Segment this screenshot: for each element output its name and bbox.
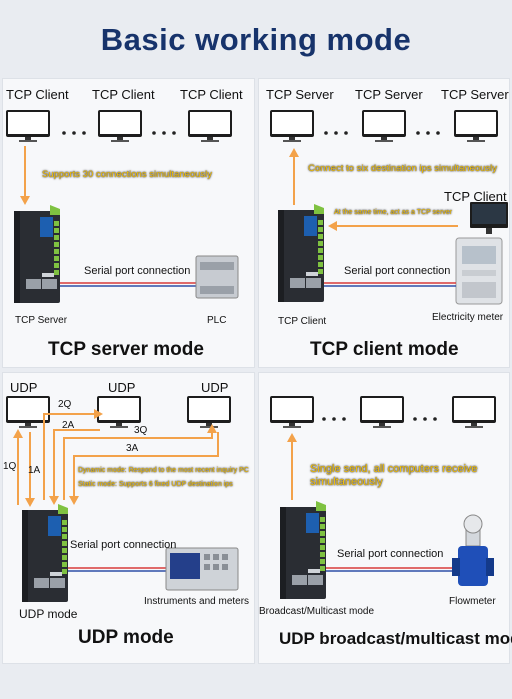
mode-title: TCP server mode xyxy=(48,339,204,360)
serial-server-device-icon xyxy=(22,504,68,602)
monitor-icon xyxy=(6,110,50,142)
server-label: TCP Server xyxy=(441,87,509,102)
udp-node-label: UDP xyxy=(201,380,229,395)
monitor-icon xyxy=(270,110,314,142)
device-label: TCP Server xyxy=(15,315,68,326)
meter-label: Electricity meter xyxy=(432,312,504,323)
monitor-icon xyxy=(454,110,498,142)
connections-note: Supports 30 connections simultaneously xyxy=(42,169,213,180)
mode-title: TCP client mode xyxy=(310,339,459,360)
serial-connection-label: Serial port connection xyxy=(70,539,177,551)
flow-label-3a: 3A xyxy=(126,443,139,454)
monitor-icon xyxy=(187,396,231,428)
serial-connection-label: Serial port connection xyxy=(337,548,444,560)
flowmeter-label: Flowmeter xyxy=(449,596,496,607)
plc-icon xyxy=(195,255,239,299)
server-label: TCP Server xyxy=(266,87,334,102)
flow-label-1a: 1A xyxy=(28,465,41,476)
client-label: TCP Client xyxy=(444,189,507,204)
instrument-icon xyxy=(165,547,239,591)
monitor-icon xyxy=(270,396,314,428)
monitor-icon xyxy=(362,110,406,142)
flow-label-3q: 3Q xyxy=(134,425,148,436)
device-label: UDP mode xyxy=(19,607,78,621)
instrument-label: Instruments and meters xyxy=(144,596,250,607)
static-mode-note: Static mode: Supports 6 fixed UDP destin… xyxy=(78,481,233,488)
serial-server-device-icon xyxy=(14,205,60,303)
flow-label-2q: 2Q xyxy=(58,399,72,410)
flow-label-1q: 1Q xyxy=(3,461,17,472)
dynamic-mode-note: Dynamic mode: Respond to the most recent… xyxy=(78,467,249,474)
serial-connection-label: Serial port connection xyxy=(84,265,191,277)
server-label: TCP Server xyxy=(355,87,423,102)
udp-node-label: UDP xyxy=(108,380,136,395)
monitor-icon xyxy=(452,396,496,428)
destination-note: Connect to six destination ips simultane… xyxy=(308,163,498,174)
mode-title: UDP broadcast/multicast mode xyxy=(279,629,512,648)
broadcast-note: Single send, all computers receive simul… xyxy=(310,463,478,488)
client-label: TCP Client xyxy=(180,87,243,102)
desktop-pc-icon xyxy=(470,202,508,234)
client-label: TCP Client xyxy=(92,87,155,102)
serial-connection-label: Serial port connection xyxy=(344,265,451,277)
serial-server-device-icon xyxy=(278,204,324,302)
serial-server-device-icon xyxy=(280,501,326,599)
monitor-icon xyxy=(360,396,404,428)
flowmeter-icon xyxy=(452,514,494,586)
flow-label-2a: 2A xyxy=(62,420,75,431)
client-label: TCP Client xyxy=(6,87,69,102)
monitor-icon xyxy=(188,110,232,142)
udp-node-label: UDP xyxy=(10,380,38,395)
same-time-note: At the same time, act as a TCP server xyxy=(334,209,453,216)
monitor-icon xyxy=(98,110,142,142)
page-title: Basic working mode xyxy=(100,22,412,57)
plc-label: PLC xyxy=(207,315,227,326)
device-label: Broadcast/Multicast mode xyxy=(259,606,375,617)
monitor-icon xyxy=(97,396,141,428)
mode-title: UDP mode xyxy=(78,627,174,648)
device-label: TCP Client xyxy=(278,316,327,327)
electricity-meter-icon xyxy=(455,237,503,305)
